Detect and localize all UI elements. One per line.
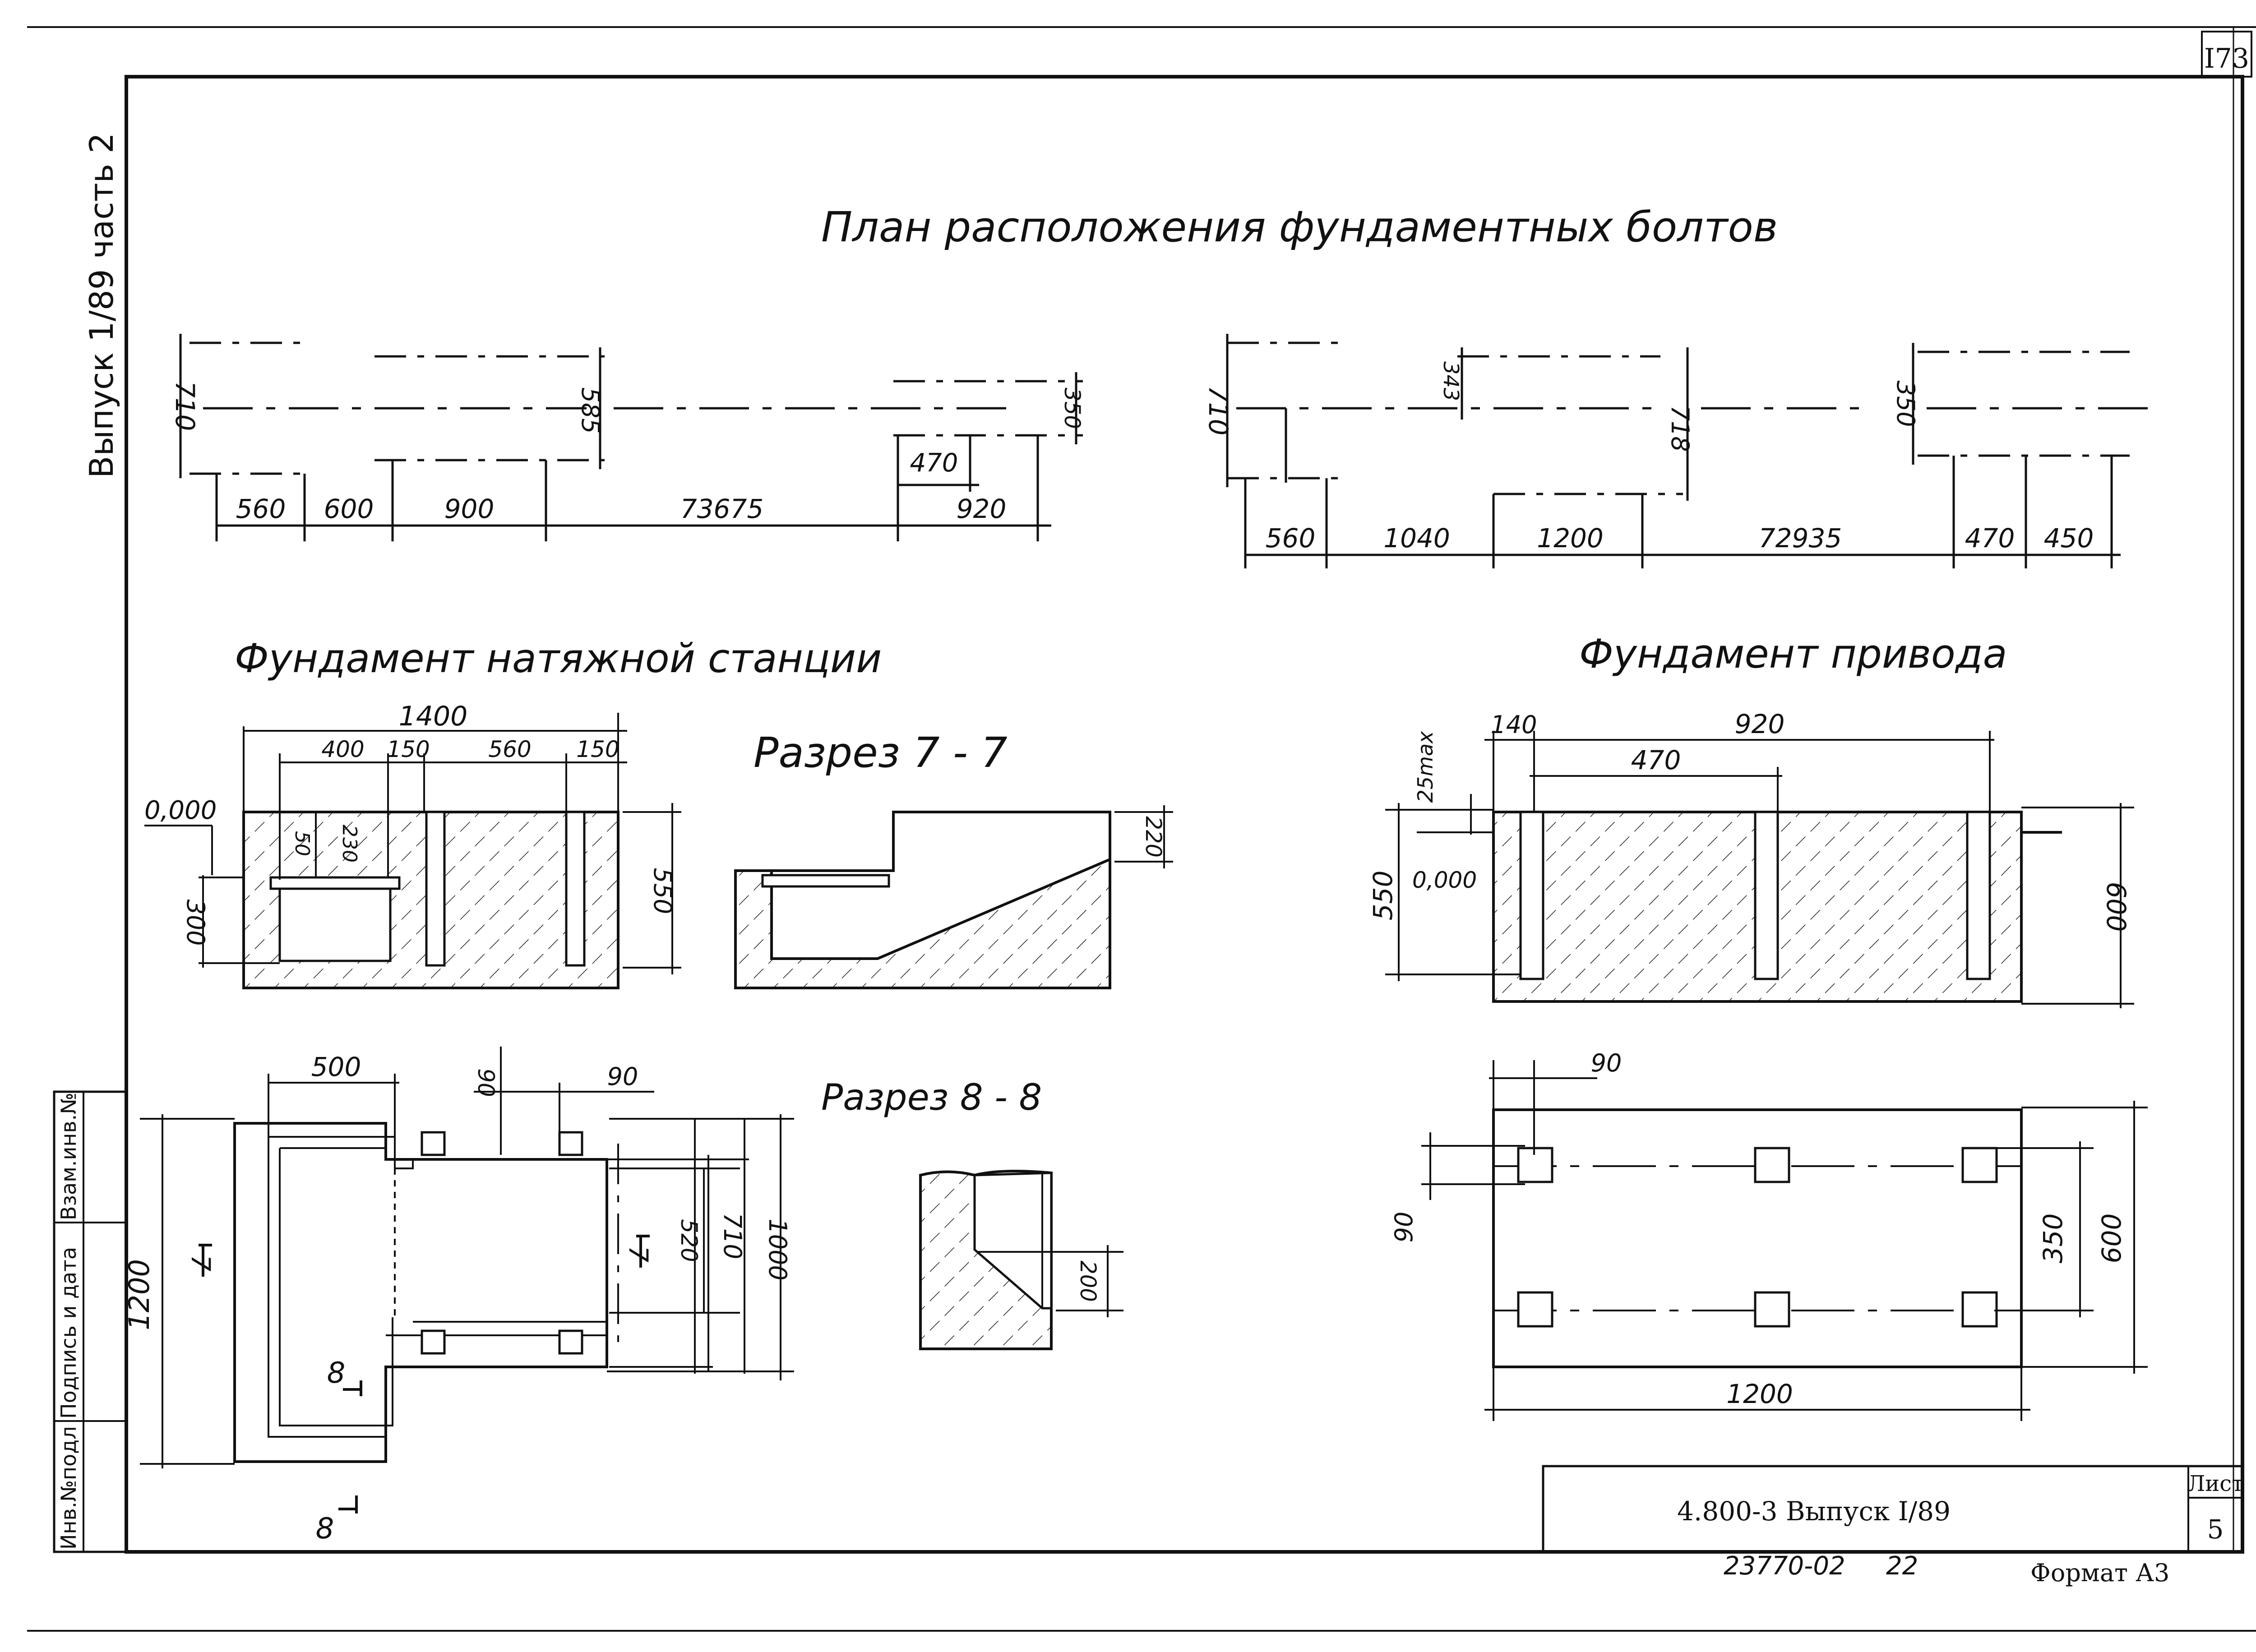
right-dim-350: 350 bbox=[1891, 380, 1920, 427]
stamp-cell-replace: Взам.инв.№ bbox=[56, 1093, 81, 1220]
left-dim-470: 470 bbox=[910, 448, 958, 478]
tension-title: Фундамент натяжной станции bbox=[235, 635, 882, 682]
margin-note: Выпуск 1/89 часть 2 bbox=[83, 133, 120, 478]
section-mark-7-right: 7 bbox=[623, 1246, 654, 1263]
section-88 bbox=[919, 1170, 1123, 1350]
left-bolt-plan bbox=[179, 334, 1083, 541]
section-77-title: Разрез 7 - 7 bbox=[754, 729, 1008, 777]
right-dim-718: 718 bbox=[1666, 405, 1694, 452]
left-dim-73675: 73675 bbox=[680, 494, 764, 524]
left-dim-600: 600 bbox=[324, 494, 374, 524]
left-dim-920: 920 bbox=[957, 494, 1007, 524]
right-dim-470: 470 bbox=[1965, 523, 2015, 554]
title-block bbox=[1542, 1465, 2244, 1553]
left-dim-710: 710 bbox=[170, 381, 200, 431]
drive-section bbox=[1385, 731, 2134, 1008]
right-dim-1200: 1200 bbox=[1537, 523, 1604, 554]
tension-dim-560: 560 bbox=[488, 736, 531, 762]
drive-dim-550: 550 bbox=[1368, 871, 1398, 921]
plan-title: План расположения фундаментных болтов bbox=[821, 203, 1778, 251]
tension-plan-1000: 1000 bbox=[763, 1218, 792, 1280]
right-dim-343: 343 bbox=[1439, 361, 1463, 401]
tension-plan-520: 520 bbox=[676, 1219, 702, 1262]
drive-plan-90a: 90 bbox=[1591, 1049, 1622, 1077]
section-77-dim-220: 220 bbox=[1141, 816, 1166, 858]
tension-plan-710: 710 bbox=[718, 1213, 747, 1259]
title-sheet-number: 5 bbox=[2207, 1514, 2224, 1545]
drive-plan bbox=[1421, 1060, 2148, 1421]
right-bolt-plan bbox=[1226, 334, 2157, 568]
title-sheet-label: Лист bbox=[2187, 1471, 2243, 1496]
tension-dim-1400: 1400 bbox=[399, 701, 468, 732]
drive-level: 0,000 bbox=[1412, 867, 1477, 893]
section-mark-7-left: 7 bbox=[185, 1255, 216, 1272]
left-dim-900: 900 bbox=[444, 494, 495, 524]
section-mark-8-top: 8 bbox=[327, 1357, 346, 1390]
drive-dim-920: 920 bbox=[1735, 709, 1785, 739]
drive-dim-140: 140 bbox=[1490, 711, 1537, 739]
tension-dim-400: 400 bbox=[321, 736, 364, 762]
tension-level: 0,000 bbox=[144, 796, 217, 825]
tension-section bbox=[144, 713, 681, 989]
tension-plan bbox=[140, 1047, 794, 1514]
right-dim-450: 450 bbox=[2044, 523, 2094, 554]
tension-plan-500: 500 bbox=[311, 1052, 361, 1082]
drive-plan-350: 350 bbox=[2038, 1214, 2068, 1264]
drive-plan-90b: 90 bbox=[1390, 1212, 1418, 1243]
tension-dim-150a: 150 bbox=[387, 736, 430, 762]
right-dim-710: 710 bbox=[1203, 386, 1234, 436]
tension-plan-1200: 1200 bbox=[123, 1259, 156, 1330]
drive-dim-600: 600 bbox=[2101, 882, 2131, 932]
archive-number: 23770-02 bbox=[1724, 1551, 1845, 1581]
section-88-dim-200: 200 bbox=[1075, 1260, 1100, 1302]
tension-plan-90a: 90 bbox=[473, 1068, 499, 1097]
tension-dim-550: 550 bbox=[648, 868, 677, 914]
stamp-cells bbox=[53, 1090, 128, 1553]
section-88-title: Разрез 8 - 8 bbox=[821, 1076, 1042, 1118]
archive-suffix: 22 bbox=[1886, 1551, 1918, 1581]
tension-dim-230: 230 bbox=[338, 825, 361, 863]
drive-plan-1200: 1200 bbox=[1726, 1379, 1793, 1409]
right-dim-1040: 1040 bbox=[1383, 523, 1450, 554]
page-number: I73 bbox=[2204, 43, 2249, 74]
drive-dim-25max: 25max bbox=[1413, 731, 1438, 803]
tension-dim-300: 300 bbox=[181, 899, 210, 946]
tension-dim-150b: 150 bbox=[576, 736, 619, 762]
tension-plan-90b: 90 bbox=[607, 1062, 638, 1091]
sheet-frame bbox=[27, 26, 2256, 1632]
left-dim-350: 350 bbox=[1059, 388, 1085, 429]
title-code: 4.800-3 Выпуск I/89 bbox=[1677, 1496, 1951, 1527]
section-mark-8-bottom: 8 bbox=[316, 1512, 334, 1546]
tension-dim-50: 50 bbox=[291, 831, 314, 856]
format-label: Формат А3 bbox=[2030, 1559, 2169, 1587]
drive-plan-600: 600 bbox=[2096, 1214, 2127, 1264]
stamp-cell-sign: Подпись и дата bbox=[56, 1247, 81, 1419]
right-dim-72935: 72935 bbox=[1759, 523, 1842, 554]
drive-title: Фундамент привода bbox=[1579, 631, 2007, 677]
section-77 bbox=[734, 805, 1173, 989]
stamp-cell-inv: Инв.№подл bbox=[56, 1426, 81, 1550]
left-dim-560: 560 bbox=[236, 494, 286, 524]
drive-dim-470: 470 bbox=[1631, 745, 1681, 775]
left-dim-585: 585 bbox=[576, 387, 605, 434]
right-dim-560: 560 bbox=[1266, 523, 1316, 554]
